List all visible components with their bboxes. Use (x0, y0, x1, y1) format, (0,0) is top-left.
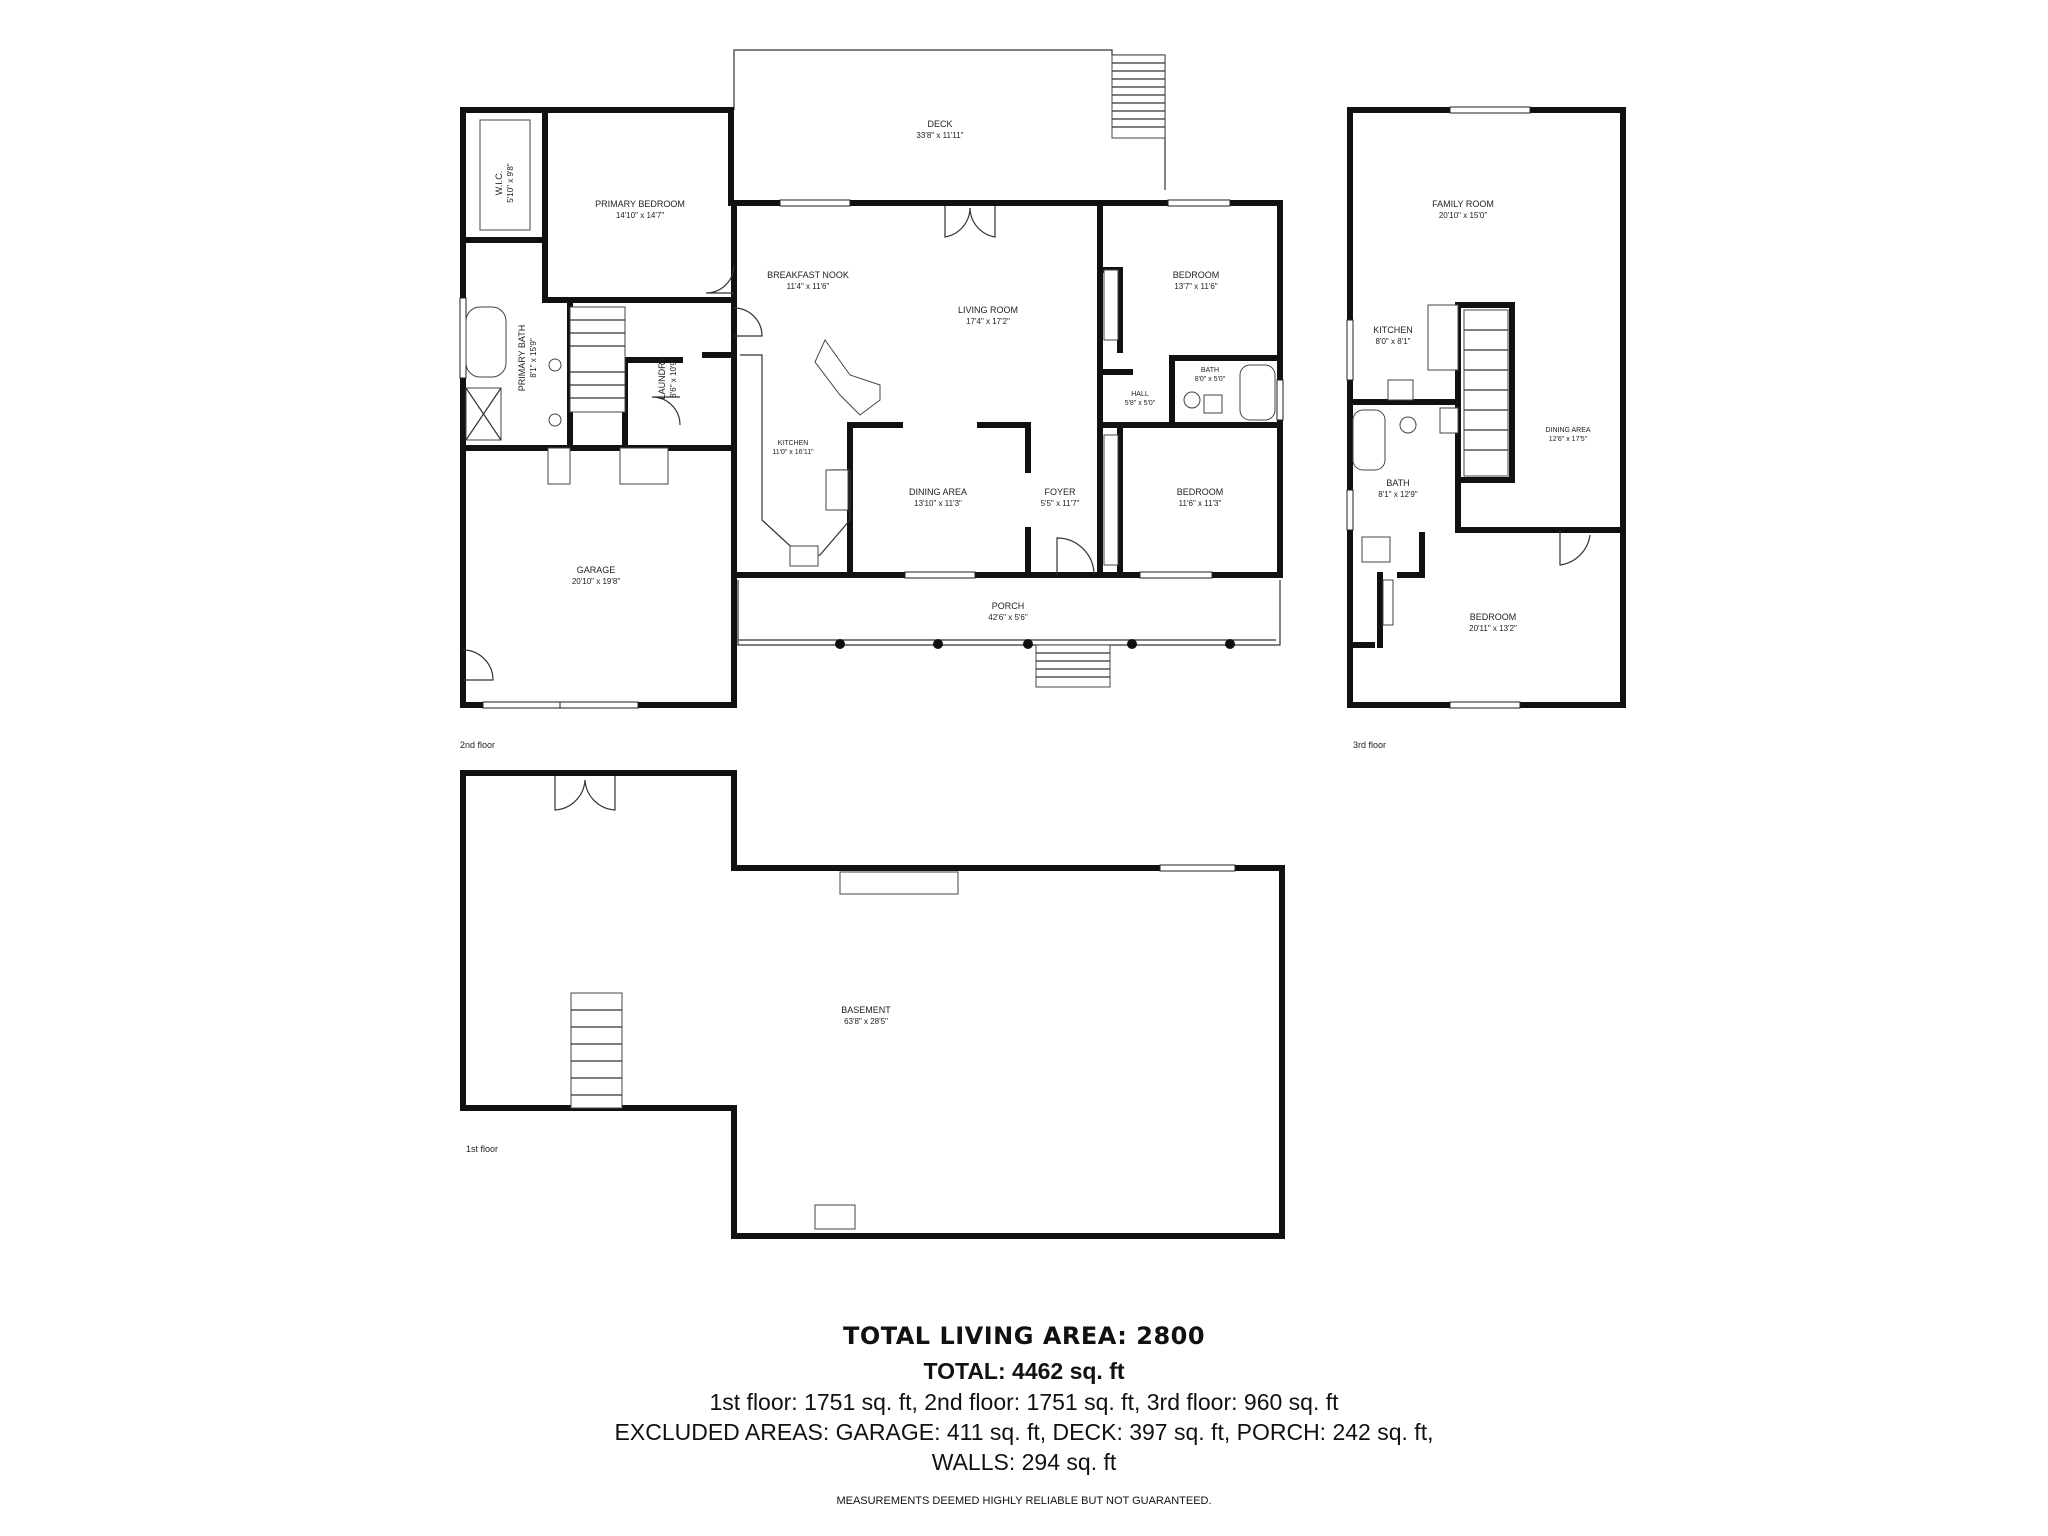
room-label-primary-bedroom: PRIMARY BEDROOM 14'10" x 14'7" (595, 199, 685, 220)
svg-text:12'6" x 17'5": 12'6" x 17'5" (1549, 436, 1588, 443)
svg-text:FOYER: FOYER (1044, 487, 1076, 497)
first-floor-plan: BASEMENT 63'8" x 28'5" 1st floor (460, 770, 1285, 1239)
svg-text:8'6" x 10'9": 8'6" x 10'9" (669, 358, 678, 398)
room-label-laundry: LAUNDRY 8'6" x 10'9" (657, 357, 678, 400)
svg-text:KITCHEN: KITCHEN (1373, 325, 1413, 335)
svg-text:63'8" x 28'5": 63'8" x 28'5" (844, 1017, 888, 1026)
svg-text:BATH: BATH (1386, 478, 1409, 488)
room-label-third-bath: BATH 8'1" x 12'9" (1378, 478, 1418, 499)
svg-text:20'10" x 19'8": 20'10" x 19'8" (572, 577, 620, 586)
svg-text:BASEMENT: BASEMENT (841, 1005, 891, 1015)
svg-text:W.I.C.: W.I.C. (494, 171, 504, 196)
walls-area: WALLS: 294 sq. ft (931, 1449, 1117, 1475)
room-label-bedroom-lower: BEDROOM 11'6" x 11'3" (1177, 487, 1224, 508)
room-label-breakfast-nook: BREAKFAST NOOK 11'4" x 11'6" (767, 270, 849, 291)
svg-text:DINING AREA: DINING AREA (1545, 427, 1590, 434)
svg-text:17'4" x 17'2": 17'4" x 17'2" (966, 317, 1010, 326)
svg-text:20'11" x 13'2": 20'11" x 13'2" (1469, 624, 1517, 633)
svg-text:20'10" x 15'0": 20'10" x 15'0" (1439, 211, 1487, 220)
room-label-bedroom-upper: BEDROOM 13'7" x 11'6" (1173, 270, 1220, 291)
floor-label-1st: 1st floor (466, 1144, 498, 1154)
floor-areas: 1st floor: 1751 sq. ft, 2nd floor: 1751 … (709, 1389, 1339, 1415)
room-label-wic: W.I.C. 5'10" x 9'8" (494, 163, 515, 203)
svg-text:42'6" x 5'6": 42'6" x 5'6" (988, 613, 1028, 622)
interior-stairs (547, 306, 669, 485)
porch-steps (1035, 644, 1111, 688)
svg-text:5'5" x 11'7": 5'5" x 11'7" (1041, 499, 1080, 508)
svg-text:BEDROOM: BEDROOM (1177, 487, 1224, 497)
third-floor-stairs (1463, 309, 1509, 477)
room-label-basement: BASEMENT 63'8" x 28'5" (841, 1005, 891, 1026)
room-label-dining-area: DINING AREA 13'10" x 11'3" (909, 487, 967, 508)
svg-text:BATH: BATH (1201, 367, 1219, 374)
room-label-garage: GARAGE 20'10" x 19'8" (572, 565, 620, 586)
svg-text:8'1" x 12'9": 8'1" x 12'9" (1378, 490, 1418, 499)
room-label-third-bedroom: BEDROOM 20'11" x 13'2" (1469, 612, 1517, 633)
svg-text:13'10" x 11'3": 13'10" x 11'3" (914, 499, 962, 508)
svg-text:HALL: HALL (1131, 391, 1149, 398)
svg-text:13'7" x 11'6": 13'7" x 11'6" (1174, 282, 1217, 291)
third-floor-plan: FAMILY ROOM 20'10" x 15'0" KITCHEN 8'0" … (1346, 106, 1626, 750)
room-label-third-dining-area: DINING AREA 12'6" x 17'5" (1545, 427, 1590, 443)
svg-text:11'0" x 16'11": 11'0" x 16'11" (772, 449, 814, 456)
floor-label-2nd: 2nd floor (460, 740, 495, 750)
svg-text:BEDROOM: BEDROOM (1173, 270, 1220, 280)
svg-text:LIVING ROOM: LIVING ROOM (958, 305, 1018, 315)
second-floor-plan: DECK 33'8" x 11'11" W.I.C. 5'10" x 9'8" … (459, 49, 1284, 750)
room-label-porch: PORCH 42'6" x 5'6" (988, 601, 1028, 622)
svg-text:8'0" x 5'0": 8'0" x 5'0" (1195, 376, 1226, 383)
area-summary: TOTAL LIVING AREA: 2800 TOTAL: 4462 sq. … (0, 1322, 2048, 1507)
floor-label-3rd: 3rd floor (1353, 740, 1386, 750)
svg-text:BREAKFAST NOOK: BREAKFAST NOOK (767, 270, 849, 280)
svg-text:33'8" x 11'11": 33'8" x 11'11" (916, 131, 963, 140)
disclaimer: MEASUREMENTS DEEMED HIGHLY RELIABLE BUT … (836, 1495, 1212, 1507)
svg-text:FAMILY ROOM: FAMILY ROOM (1432, 199, 1494, 209)
room-label-hall: HALL 5'8" x 5'0" (1125, 391, 1156, 407)
deck-stairs (1111, 54, 1166, 139)
svg-text:PRIMARY BEDROOM: PRIMARY BEDROOM (595, 199, 685, 209)
svg-text:DINING AREA: DINING AREA (909, 487, 967, 497)
total-living-area: TOTAL LIVING AREA: 2800 (842, 1322, 1206, 1350)
svg-text:14'10" x 14'7": 14'10" x 14'7" (616, 211, 664, 220)
svg-text:BEDROOM: BEDROOM (1470, 612, 1517, 622)
room-label-living-room: LIVING ROOM 17'4" x 17'2" (958, 305, 1018, 326)
svg-text:GARAGE: GARAGE (577, 565, 616, 575)
total-area: TOTAL: 4462 sq. ft (923, 1358, 1125, 1384)
svg-text:8'0" x 8'1": 8'0" x 8'1" (1376, 337, 1411, 346)
svg-text:5'10" x 9'8": 5'10" x 9'8" (506, 163, 515, 203)
svg-text:11'4" x 11'6": 11'4" x 11'6" (787, 282, 830, 291)
basement-stairs (570, 992, 623, 1109)
svg-text:PORCH: PORCH (992, 601, 1025, 611)
svg-text:5'8" x 5'0": 5'8" x 5'0" (1125, 400, 1156, 407)
room-label-family-room: FAMILY ROOM 20'10" x 15'0" (1432, 199, 1494, 220)
excluded-areas: EXCLUDED AREAS: GARAGE: 411 sq. ft, DECK… (614, 1419, 1434, 1445)
room-label-deck: DECK 33'8" x 11'11" (916, 119, 963, 140)
svg-text:8'1" x 15'9": 8'1" x 15'9" (529, 338, 538, 378)
room-label-primary-bath: PRIMARY BATH 8'1" x 15'9" (517, 325, 538, 392)
room-label-bath: BATH 8'0" x 5'0" (1195, 367, 1226, 383)
room-label-foyer: FOYER 5'5" x 11'7" (1041, 487, 1080, 508)
svg-text:PRIMARY BATH: PRIMARY BATH (517, 325, 527, 392)
room-label-kitchen: KITCHEN 11'0" x 16'11" (772, 440, 814, 456)
svg-text:DECK: DECK (927, 119, 952, 129)
svg-text:KITCHEN: KITCHEN (778, 440, 809, 447)
room-label-third-kitchen: KITCHEN 8'0" x 8'1" (1373, 325, 1413, 346)
svg-text:11'6" x 11'3": 11'6" x 11'3" (1179, 499, 1222, 508)
svg-text:LAUNDRY: LAUNDRY (657, 357, 667, 400)
